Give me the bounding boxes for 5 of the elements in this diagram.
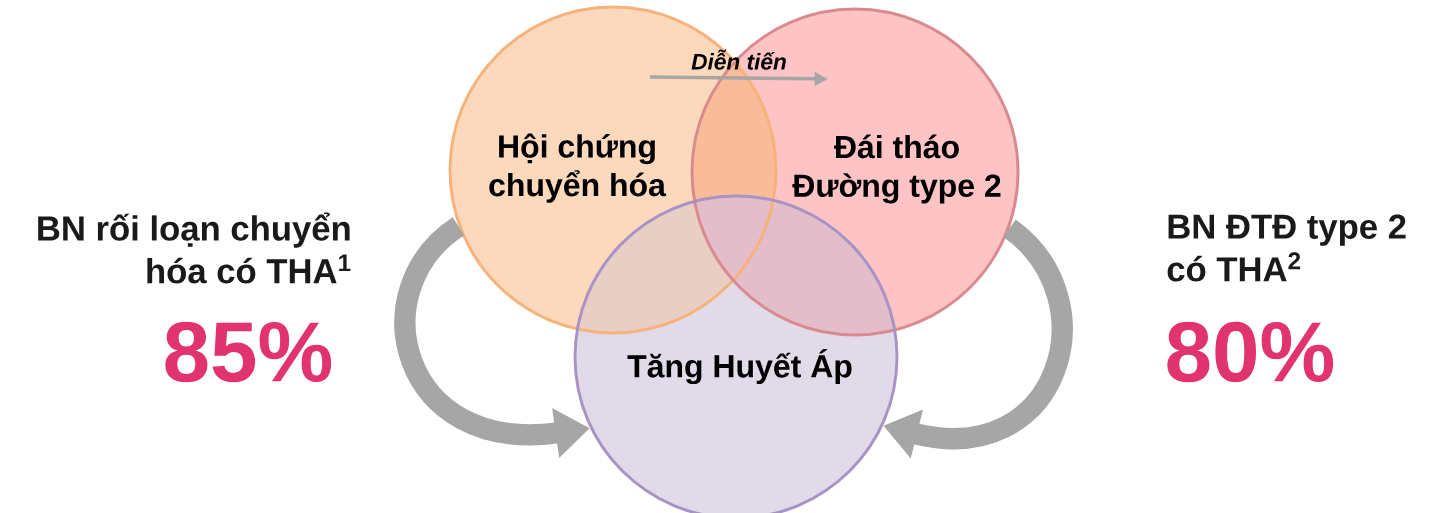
percentage: 80% bbox=[1167, 321, 1334, 383]
stat-label: BN rối loạn chuyển hóa có THA$^{1}$ bbox=[38, 212, 351, 284]
stat-label: BN ĐTĐ type 2 có THA$^{2}$ bbox=[1167, 214, 1406, 282]
percentage: 85% bbox=[165, 321, 332, 383]
edge-label: Diễn tiến bbox=[691, 49, 786, 70]
